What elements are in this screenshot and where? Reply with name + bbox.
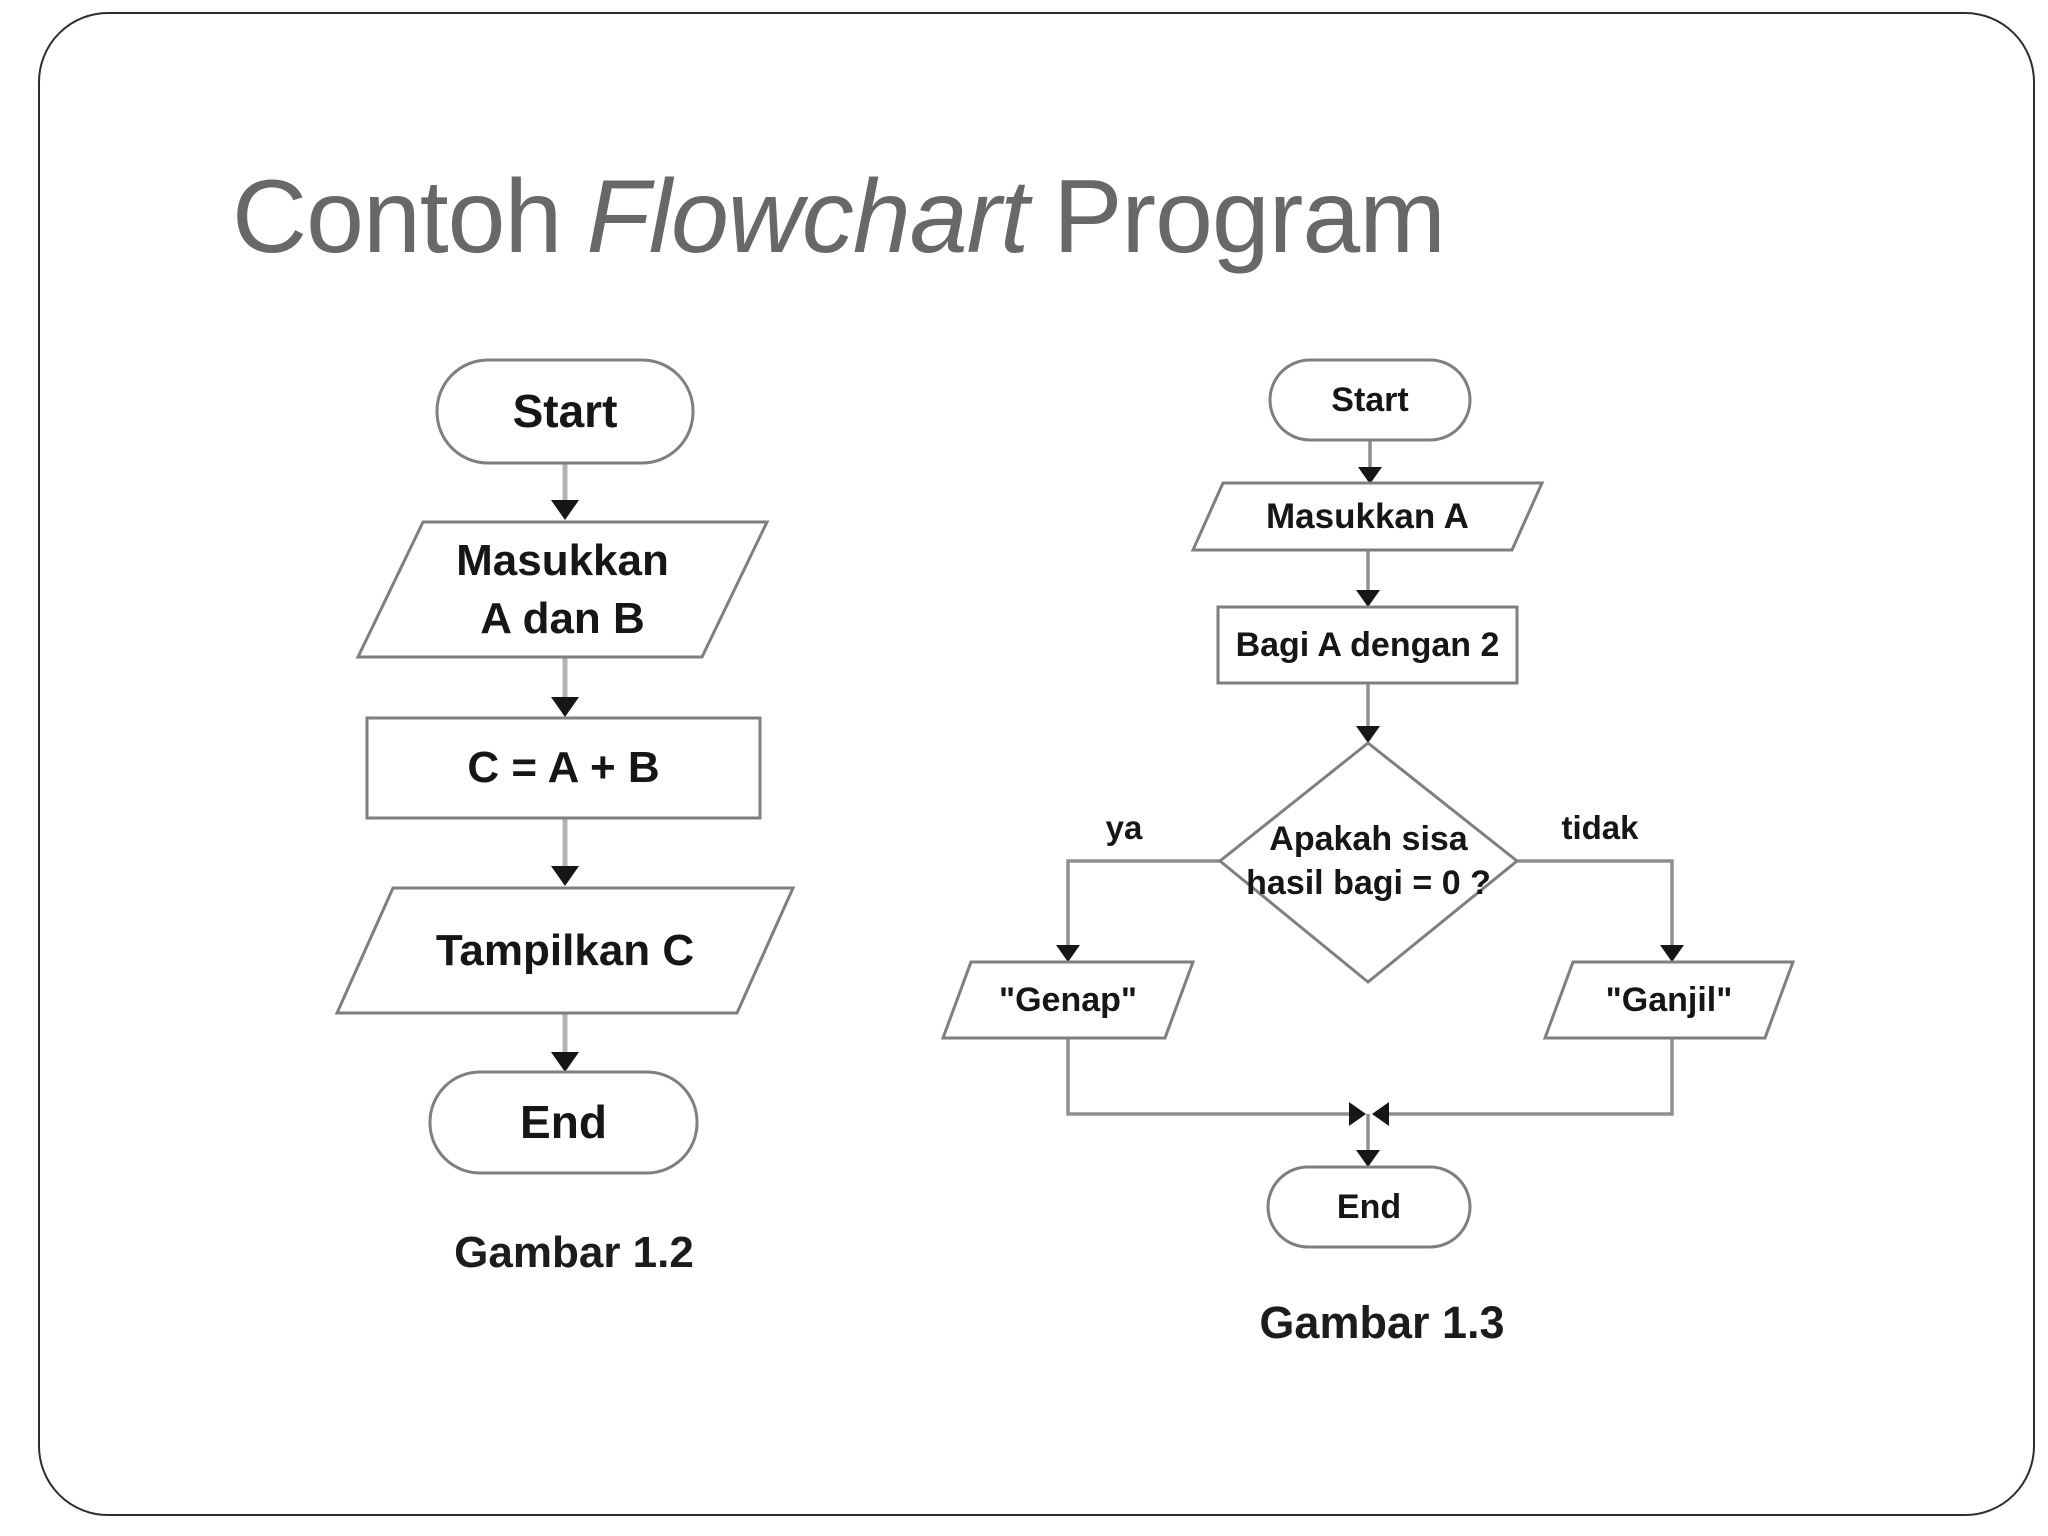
- c2-ganjil-label: "Ganjil": [1605, 980, 1733, 1019]
- c1-arrowhead-1: [551, 500, 579, 520]
- c2-decision-line2: hasil bagi = 0 ?: [1246, 864, 1491, 902]
- c2-start-label: Start: [1331, 380, 1409, 419]
- c2-yes-branch-label: ya: [1105, 808, 1143, 846]
- c1-input-parallelogram-shape: [355, 520, 770, 659]
- c2-edge-decision-no: [1517, 859, 1674, 946]
- c2-process-rect-shape: [1216, 605, 1519, 685]
- c1-process-label: C = A + B: [467, 743, 660, 793]
- c2-process-label: Bagi A dengan 2: [1235, 625, 1500, 664]
- c1-input-label: Masukkan A dan B: [358, 522, 767, 657]
- c2-start-terminator-shape: [1268, 358, 1472, 442]
- c2-edge-genap-merge: [1066, 1038, 1350, 1116]
- c2-decision-line1: Apakah sisa: [1269, 819, 1468, 858]
- title-part-3: Program: [1053, 159, 1446, 275]
- c2-genap-parallelogram-shape: [940, 960, 1196, 1040]
- c2-arrowhead-merge-right: [1372, 1102, 1389, 1126]
- c2-arrowhead-no: [1660, 945, 1684, 962]
- c1-input-line1: Masukkan: [456, 536, 669, 586]
- c2-ganjil-parallelogram-shape: [1542, 960, 1796, 1040]
- c2-arrowhead-yes: [1056, 945, 1080, 962]
- c1-process-rect-shape: [365, 716, 762, 820]
- c1-end-label: End: [520, 1095, 607, 1148]
- c2-input-label: Masukkan A: [1266, 496, 1469, 536]
- c2-arrowhead-3: [1356, 726, 1380, 743]
- c1-arrowhead-3: [551, 866, 579, 886]
- c2-input-parallelogram-shape: [1190, 481, 1545, 552]
- c1-input-line2: A dan B: [480, 593, 645, 643]
- c2-edge-decision-yes: [1066, 859, 1220, 946]
- c2-genap-label: "Genap": [998, 980, 1138, 1019]
- c1-end-terminator-shape: [428, 1070, 699, 1175]
- c2-end-label: End: [1336, 1187, 1402, 1226]
- c2-end-terminator-shape: [1266, 1165, 1472, 1249]
- c1-output-parallelogram-shape: [334, 886, 796, 1015]
- c2-decision-diamond-shape: [1217, 741, 1520, 984]
- c1-start-terminator-shape: [435, 358, 695, 465]
- title-part-1: Contoh: [232, 159, 562, 275]
- c1-output-label: Tampilkan C: [435, 925, 695, 975]
- title-part-italic: Flowchart: [586, 159, 1029, 275]
- c2-decision-label: Apakah sisa hasil bagi = 0 ?: [1220, 763, 1517, 959]
- c1-arrowhead-2: [551, 697, 579, 717]
- c2-arrowhead-end: [1356, 1150, 1380, 1167]
- c1-start-label: Start: [512, 384, 618, 437]
- c1-caption: Gambar 1.2: [454, 1228, 694, 1278]
- c2-edge-ganjil-merge: [1388, 1038, 1674, 1116]
- c2-arrowhead-2: [1356, 590, 1380, 607]
- c2-no-branch-label: tidak: [1561, 808, 1639, 846]
- c2-caption: Gambar 1.3: [1259, 1296, 1505, 1348]
- c1-arrowhead-4: [551, 1052, 579, 1072]
- c2-arrowhead-1: [1358, 467, 1382, 484]
- c2-arrowhead-merge-left: [1349, 1102, 1366, 1126]
